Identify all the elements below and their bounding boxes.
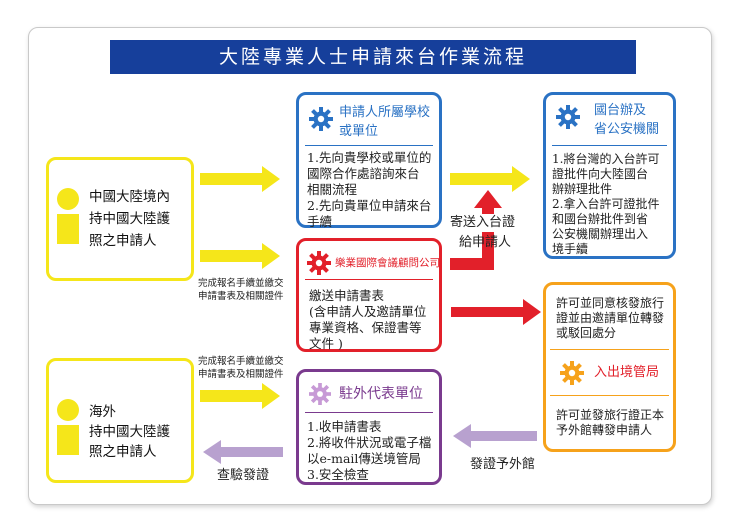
- gear-icon: [309, 107, 333, 131]
- agency-line-2: (含申請人及邀請單位: [309, 304, 427, 319]
- complete-form-label-1b: 申請書表及相關證件: [198, 291, 284, 302]
- overseas-office-step-2: 2.將收件狀況或電子檔: [307, 435, 432, 450]
- gear-icon: [560, 361, 584, 385]
- mainland-applicant-line-2: 持中國大陸護: [89, 211, 170, 227]
- taiwan-office-step-1c: 辦辦理批件: [552, 182, 613, 196]
- overseas-applicant-line-1: 海外: [89, 404, 116, 420]
- arrow-school-to-taiwan-office: [450, 166, 530, 192]
- agency-name: 樂業國際會議顧問公司: [335, 257, 440, 269]
- immigration-box: 許可並同意核發旅行 證並由邀請單位轉發 或駁回處分 入出境管局 許可並發旅行證正…: [543, 282, 676, 452]
- overseas-applicant-line-2: 持中國大陸護: [89, 424, 170, 440]
- arrow-mainland-to-agency: [200, 243, 280, 269]
- immigration-top-line-2: 證並由邀請單位轉發: [556, 311, 665, 325]
- taiwan-office-title-1: 國台辦及: [594, 103, 647, 118]
- send-permit-label-2: 給申請人: [459, 235, 512, 250]
- arrow-overseas-to-office: [200, 383, 280, 409]
- overseas-applicant-box: 海外 持中國大陸護 照之申請人: [46, 358, 194, 483]
- divider: [305, 145, 433, 146]
- divider: [305, 279, 433, 280]
- overseas-applicant-line-3: 照之申請人: [89, 444, 157, 460]
- arrow-immigration-to-overseas: [453, 424, 537, 448]
- taiwan-office-step-1: 1.將台灣的入台許可: [552, 152, 660, 166]
- divider: [552, 145, 667, 146]
- taiwan-office-step-2d: 境手續: [552, 242, 589, 256]
- mainland-applicant-line-3: 照之申請人: [89, 233, 157, 249]
- mainland-applicant-box: 中國大陸境內 持中國大陸護 照之申請人: [46, 157, 194, 281]
- arrow-agency-to-immigration: [451, 299, 541, 325]
- school-unit-title-1: 申請人所屬學校: [339, 105, 431, 120]
- school-unit-step-1: 1.先向貴學校或單位的: [307, 150, 432, 165]
- taiwan-office-step-2c: 公安機關辦理出入: [552, 227, 649, 241]
- divider: [550, 395, 669, 396]
- taiwan-office-box: 國台辦及 省公安機關 1.將台灣的入台許可 證批件向大陸國台 辦辦理批件 2.拿…: [543, 92, 676, 259]
- arrow-office-to-overseas-applicant: [203, 440, 283, 464]
- immigration-top-line-3: 或駁回處分: [556, 326, 617, 340]
- school-unit-step-1c: 相關流程: [307, 182, 358, 197]
- overseas-office-step-3: 3.安全檢查: [307, 467, 369, 482]
- overseas-office-box: 駐外代表單位 1.收申請書表 2.將收件狀況或電子檔 以e-mail傳送境管局 …: [296, 369, 442, 485]
- agency-box: 樂業國際會議顧問公司 繳送申請書表 (含申請人及邀請單位 專業資格、保證書等 文…: [296, 238, 442, 352]
- taiwan-office-step-2b: 和國台辦批件到省: [552, 212, 649, 226]
- immigration-bottom-line-2: 予外館轉發申請人: [556, 423, 653, 437]
- taiwan-office-step-1b: 證批件向大陸國台: [552, 167, 649, 181]
- send-permit-label-1: 寄送入台證: [450, 214, 516, 232]
- complete-form-label-2b: 申請書表及相關證件: [198, 369, 284, 380]
- school-unit-step-2b: 手續: [307, 214, 333, 229]
- complete-form-label-2a: 完成報名手續並繳交: [198, 356, 284, 367]
- agency-line-1: 繳送申請書表: [309, 288, 385, 303]
- immigration-top-line-1: 許可並同意核發旅行: [556, 296, 665, 310]
- mainland-applicant-line-1: 中國大陸境內: [89, 189, 170, 205]
- agency-line-3: 專業資格、保證書等: [309, 320, 422, 335]
- overseas-office-title: 駐外代表單位: [339, 386, 423, 402]
- school-unit-title-2: 或單位: [339, 124, 379, 139]
- arrow-mainland-to-school: [200, 166, 280, 192]
- gear-icon: [307, 251, 331, 275]
- gear-icon: [309, 383, 331, 405]
- divider: [305, 412, 433, 413]
- school-unit-box: 申請人所屬學校 或單位 1.先向貴學校或單位的 國際合作處諮詢來台 相關流程 2…: [296, 92, 442, 229]
- immigration-title: 入出境管局: [594, 365, 660, 380]
- taiwan-office-title-2: 省公安機關: [594, 122, 660, 137]
- check-issue-label: 查驗發證: [217, 468, 270, 483]
- issue-to-overseas-label: 發證予外館: [470, 457, 536, 472]
- school-unit-step-1b: 國際合作處諮詢來台: [307, 166, 420, 181]
- taiwan-office-step-2: 2.拿入台許可證批件: [552, 197, 660, 211]
- overseas-office-step-1: 1.收申請書表: [307, 419, 382, 434]
- complete-form-label-1a: 完成報名手續並繳交: [198, 278, 284, 289]
- divider: [550, 349, 669, 350]
- agency-line-4: 文件 ): [309, 336, 343, 351]
- school-unit-step-2: 2.先向貴單位申請來台: [307, 198, 432, 213]
- immigration-bottom-line-1: 許可並發旅行證正本: [556, 408, 665, 422]
- gear-icon: [556, 105, 580, 129]
- overseas-office-step-2b: 以e-mail傳送境管局: [307, 451, 421, 466]
- arrow-send-permit-up: [450, 190, 502, 270]
- page-title: 大陸專業人士申請來台作業流程: [110, 40, 636, 74]
